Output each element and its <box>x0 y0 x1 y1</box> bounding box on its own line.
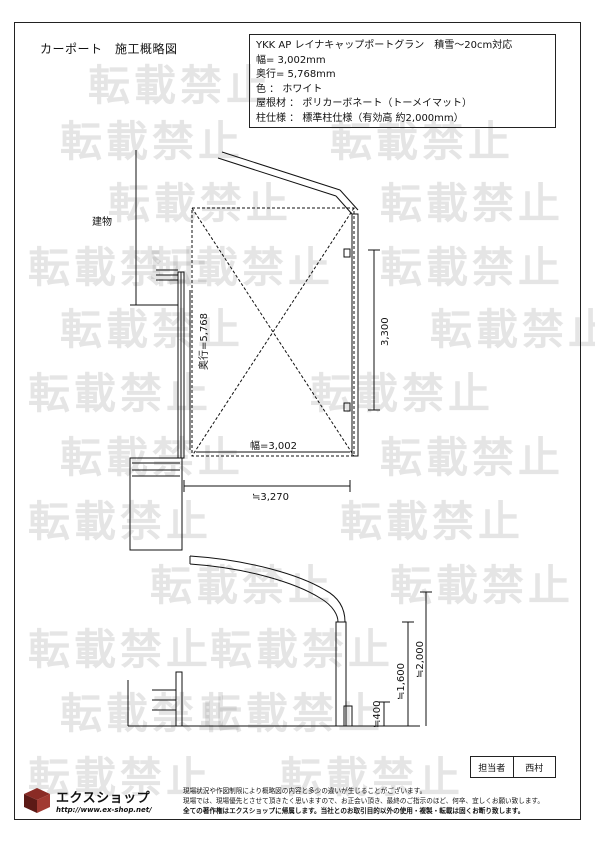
carport-footprint <box>191 207 355 457</box>
staff-box: 担当者 西村 <box>470 756 556 778</box>
roof-edge <box>217 157 337 197</box>
staff-name: 西村 <box>525 763 544 774</box>
building-label: 建物 <box>92 215 112 228</box>
spec-color: 色 ： ホワイト <box>256 83 323 95</box>
side-roof <box>189 555 346 623</box>
spec-post: 柱仕様 ： 標準柱仕様（有効高 約2,000mm） <box>256 112 464 124</box>
spec-depth: 奥行= 5,768mm <box>256 69 336 80</box>
company-logo: エクスショップ http://www.ex-shop.net/ <box>22 785 172 815</box>
drawing-frame <box>14 22 581 820</box>
notice-copyright: 全ての著作権はエクスショップに帰属します。当社とのお取引目的以外の使用・複製・転… <box>183 807 525 815</box>
notice-line: 現場では、現場優先とさせて頂きたく思いますので、お正会い頂き、最終のご指示のほど… <box>183 797 544 805</box>
height-1600-dimension-label: ≒1,600 <box>396 663 407 700</box>
depth-dimension-label: 奥行=5,768 <box>197 313 210 370</box>
side-post <box>335 621 347 727</box>
legal-notice: 現場状況や作図制限により概略図の内容と多少の違いが生じることがございます。 現場… <box>183 786 558 816</box>
post-span-dimension-label: 3,300 <box>380 317 391 346</box>
staff-label: 担当者 <box>471 757 514 777</box>
notice-line: 現場状況や作図制限により概略図の内容と多少の違いが生じることがございます。 <box>183 787 427 795</box>
drawing-title: カーポート 施工概略図 <box>40 42 178 56</box>
width-dimension-label: 幅=3,002 <box>250 439 297 452</box>
footprint-diagonal <box>191 207 355 457</box>
post-beam <box>351 213 359 457</box>
spec-product: YKK AP レイナキャップポートグラン 積雪～20cm対応 <box>256 40 513 51</box>
post <box>343 248 351 258</box>
overall-width-dimension-label: ≒3,270 <box>252 492 289 503</box>
height-400-dimension-label: ≒400 <box>372 701 383 728</box>
company-url: http://www.ex-shop.net/ <box>56 805 152 814</box>
spec-width: 幅= 3,002mm <box>256 54 326 66</box>
box-logo-icon <box>24 788 50 813</box>
footprint-diagonal <box>191 207 355 457</box>
lower-building <box>129 457 183 551</box>
height-2000-dimension-label: ≒2,000 <box>415 641 426 678</box>
company-name: エクスショップ <box>56 790 151 806</box>
spec-roof: 屋根材 ： ポリカーボネート（トーメイマット） <box>256 98 472 109</box>
spec-box: YKK AP レイナキャップポートグラン 積雪～20cm対応 幅= 3,002m… <box>249 34 556 128</box>
post <box>343 402 351 412</box>
